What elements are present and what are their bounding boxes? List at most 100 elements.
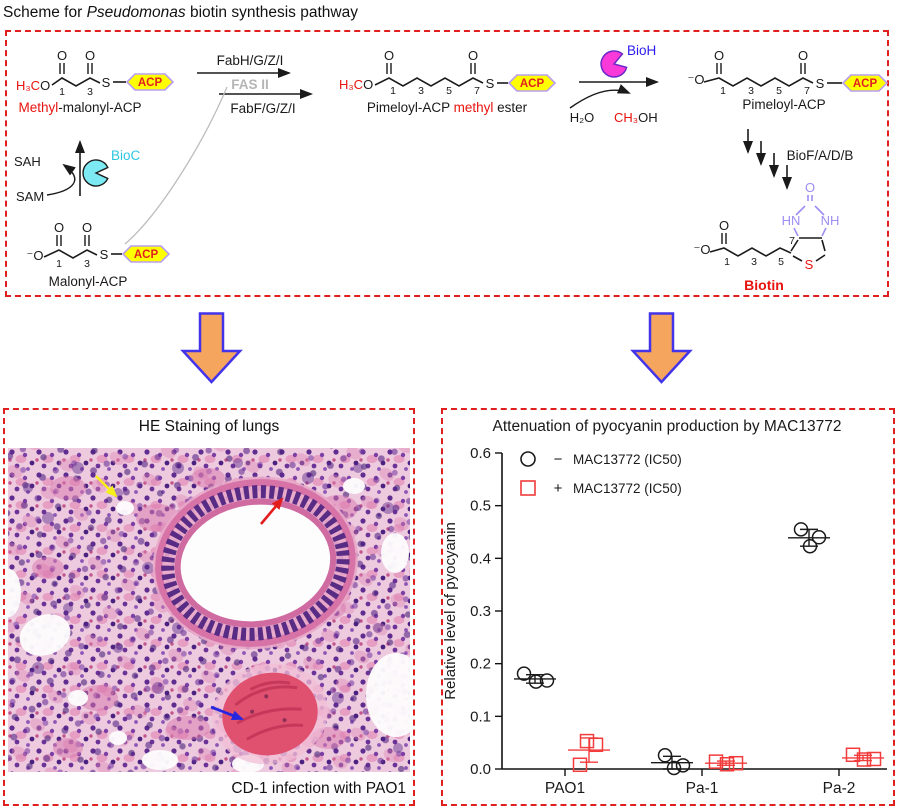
methanol-oh: OH	[638, 110, 658, 125]
bioh-enzyme-label: BioH	[627, 43, 656, 58]
pim-acp-label: ACP	[853, 78, 878, 90]
water-label: H₂O	[570, 110, 595, 125]
mm-name-methyl: Methyl	[18, 100, 58, 115]
pathway-scheme-panel: H₃CO O O 1 3 S ACP Methyl-malonyl-ACP Fa…	[5, 30, 889, 297]
bio-sulfur: S	[805, 257, 814, 272]
pim-sulfur: S	[816, 76, 825, 91]
legend-sign: +	[554, 480, 563, 497]
pimeloyl-acp-methyl-ester-structure: H₃CO O O 1 3 5 7 S ACP Pimeloyl-ACP meth…	[339, 48, 557, 115]
y-tick-label: 0.5	[470, 498, 491, 515]
bio-num-5: 5	[778, 256, 784, 268]
data-point	[719, 757, 735, 772]
bioc-enzyme-pacman	[82, 159, 109, 187]
histology-caption: CD-1 infection with PAO1	[231, 780, 406, 797]
pim-name: Pimeloyl-ACP	[742, 97, 825, 112]
pim-c1-oxygen: O	[714, 48, 724, 63]
biof-enzymes-label: BioF/A/D/B	[787, 148, 854, 163]
y-tick-label: 0.1	[470, 708, 491, 725]
y-tick-label: 0.2	[470, 656, 491, 673]
bioh-enzyme-pacman	[600, 50, 628, 78]
mm-c1-oxygen: O	[57, 48, 67, 63]
svg-text:H₃CO: H₃CO	[339, 77, 373, 92]
fas-enzymes-bottom: FabF/G/Z/I	[230, 101, 295, 116]
svg-text:H₃CO: H₃CO	[16, 78, 50, 93]
x-category-label: Pa-2	[823, 780, 856, 797]
pathway-scheme-drawing: H₃CO O O 1 3 S ACP Methyl-malonyl-ACP Fa…	[14, 43, 889, 293]
bioh-reaction: BioH H₂O CH₃OH	[569, 43, 659, 125]
data-point	[845, 747, 861, 763]
methoxy-o: O	[40, 78, 50, 93]
mm-name-rest: -malonyl-ACP	[58, 100, 141, 115]
mm-carbonyl-bonds	[59, 63, 93, 74]
blood-vessel	[212, 663, 328, 765]
data-point	[528, 674, 544, 689]
fas-enzymes-top: FabH/G/Z/I	[217, 53, 284, 68]
mal-sulfur: S	[100, 247, 109, 262]
mm-num-3: 3	[87, 86, 93, 98]
bio-thiophane-bonds	[790, 237, 826, 262]
mal-num-1: 1	[56, 258, 62, 270]
x-category-label: Pa-1	[686, 780, 719, 797]
data-point	[708, 754, 724, 769]
svg-text:Pimeloyl-ACP methyl ester: Pimeloyl-ACP methyl ester	[367, 100, 528, 115]
pame-o: O	[363, 77, 373, 92]
figure-title: Scheme for Pseudomonas biotin synthesis …	[3, 4, 358, 22]
pame-sulfur: S	[486, 76, 495, 91]
pim-num-1: 1	[720, 85, 726, 97]
mm-sulfur: S	[102, 75, 111, 90]
mal-c3-oxygen: O	[82, 220, 92, 235]
down-arrow-icon	[180, 312, 243, 384]
data-point	[539, 673, 555, 688]
bio-nh: NH	[821, 213, 840, 228]
chart-title: Attenuation of pyocyanin production by M…	[493, 418, 842, 435]
pame-acp-label: ACP	[520, 78, 545, 90]
blue-annotation-arrow	[210, 705, 244, 721]
data-point	[856, 752, 872, 767]
biotin-structure: ⁻O O 1 3 5 7 O HN NH S Biotin	[694, 180, 840, 293]
red-annotation-arrow	[260, 497, 284, 525]
data-point	[675, 758, 691, 773]
biof-cascade: BioF/A/D/B	[743, 129, 854, 190]
sah-label: SAH	[14, 154, 41, 169]
pame-c1-oxygen: O	[384, 48, 394, 63]
bioc-reaction: SAH SAM BioC	[14, 140, 141, 204]
data-point	[811, 530, 827, 545]
figure-title-prefix: Scheme for	[3, 4, 87, 21]
alveolar-airspaces	[8, 478, 410, 772]
sam-sah-curved-arrow	[46, 163, 76, 196]
yellow-annotation-arrow	[95, 475, 118, 498]
pame-num-5: 5	[446, 85, 452, 97]
pame-name-post: ester	[493, 100, 527, 115]
pim-o-minus: ⁻O	[688, 72, 705, 87]
bioh-curved-arrow	[569, 84, 631, 109]
down-arrow-icon	[630, 312, 693, 384]
bio-ureido-bonds	[793, 195, 827, 237]
pim-num-7: 7	[804, 85, 810, 97]
pyocyanin-chart-panel: Attenuation of pyocyanin production by M…	[441, 408, 895, 806]
figure-title-italic: Pseudomonas	[86, 4, 186, 21]
y-tick-label: 0.3	[470, 603, 491, 620]
mm-acp-badge	[125, 73, 175, 91]
bio-hn: HN	[782, 213, 801, 228]
pim-num-5: 5	[776, 85, 782, 97]
data-point	[666, 760, 682, 776]
pame-name-methyl: methyl	[454, 100, 494, 115]
legend-label: MAC13772 (IC50)	[573, 481, 682, 496]
data-point	[588, 737, 604, 753]
svg-text:CH₃OH: CH₃OH	[614, 110, 658, 125]
bio-name: Biotin	[744, 277, 784, 293]
fas-system-label: FAS II	[231, 77, 269, 92]
pame-num-1: 1	[390, 85, 396, 97]
pame-h3c: H₃C	[339, 77, 363, 92]
methoxy-h3c: H₃C	[16, 78, 40, 93]
pim-num-3: 3	[748, 85, 754, 97]
he-stain-image	[8, 448, 410, 772]
legend-label: MAC13772 (IC50)	[573, 452, 682, 467]
bio-num-1: 1	[724, 256, 730, 268]
pim-c7-oxygen: O	[798, 48, 808, 63]
mal-num-3: 3	[84, 258, 90, 270]
data-point	[516, 666, 532, 681]
mm-chain-bonds	[51, 77, 101, 87]
bio-num-3: 3	[751, 256, 757, 268]
